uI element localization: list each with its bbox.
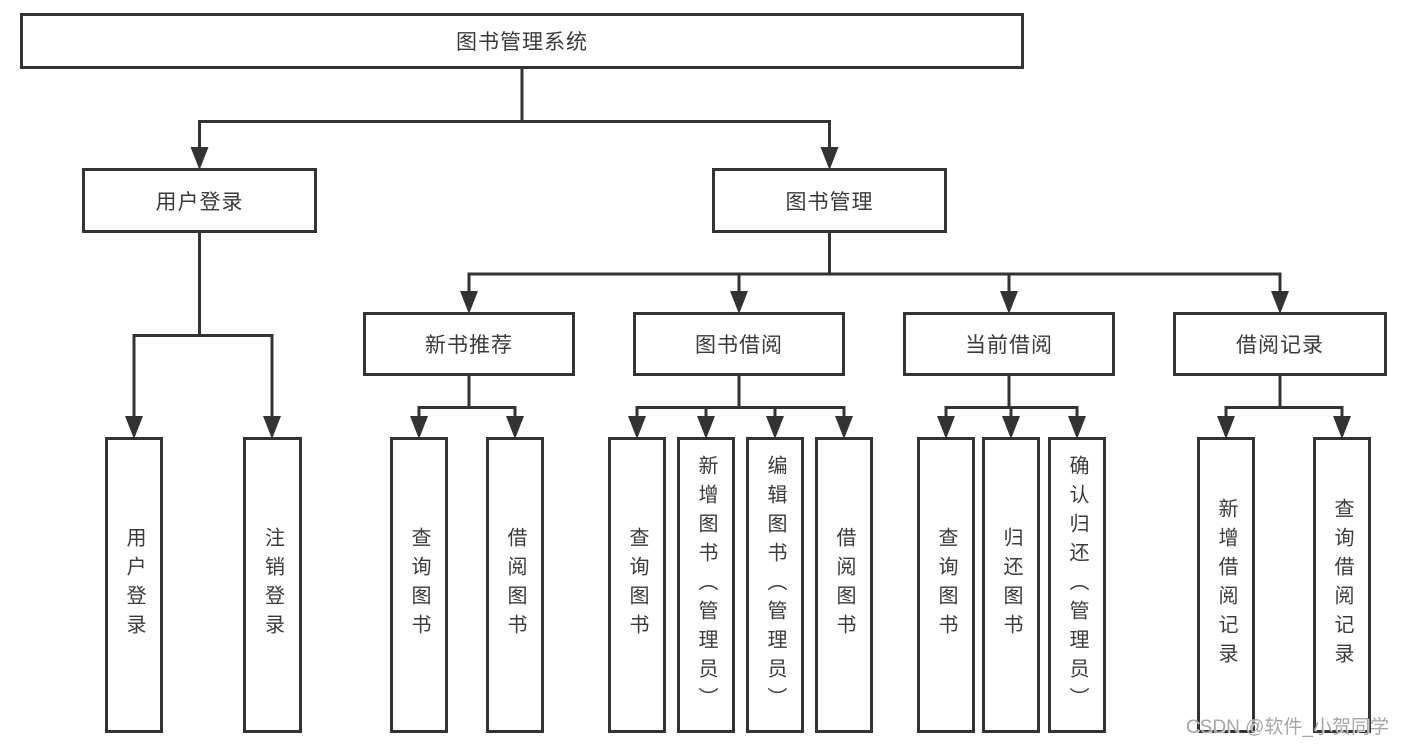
- node-borrowing-records: 借阅记录: [1173, 312, 1387, 376]
- leaf-label: 注销登录: [261, 527, 284, 643]
- leaf-cb-return-books: 归还图书: [982, 437, 1040, 733]
- leaf-label: 确认归还（管理员）: [1066, 454, 1088, 716]
- leaf-logout: 注销登录: [243, 437, 302, 733]
- leaf-label: 新增图书（管理员）: [695, 454, 717, 716]
- node-label: 图书借阅: [695, 334, 783, 357]
- leaf-bb-borrow-books: 借阅图书: [815, 437, 873, 733]
- connector-stems: [132, 69, 1344, 435]
- leaf-cb-query-books: 查询图书: [917, 437, 975, 733]
- node-label: 图书管理系统: [456, 31, 588, 54]
- node-book-borrowing: 图书借阅: [633, 312, 845, 376]
- leaf-cb-confirm-return-admin: 确认归还（管理员）: [1048, 437, 1106, 733]
- leaf-label: 编辑图书（管理员）: [764, 454, 786, 716]
- node-current-borrowing: 当前借阅: [903, 312, 1115, 376]
- watermark: CSDN @软件_小贺同学: [1186, 717, 1389, 738]
- leaf-br-add-record: 新增借阅记录: [1197, 437, 1255, 733]
- node-book-management: 图书管理: [712, 168, 947, 233]
- leaf-label: 新增借阅记录: [1215, 498, 1237, 672]
- leaf-br-query-record: 查询借阅记录: [1313, 437, 1371, 733]
- leaf-label: 用户登录: [123, 527, 145, 643]
- leaf-label: 借阅图书: [504, 527, 526, 643]
- node-new-book-recommend: 新书推荐: [363, 312, 575, 376]
- leaf-label: 借阅图书: [833, 527, 855, 643]
- node-label: 当前借阅: [965, 334, 1053, 357]
- node-book-management-system: 图书管理系统: [20, 13, 1024, 69]
- leaf-label: 查询图书: [408, 527, 430, 643]
- leaf-label: 归还图书: [1000, 527, 1022, 643]
- leaf-label: 查询图书: [935, 527, 957, 643]
- leaf-user-login: 用户登录: [105, 437, 163, 733]
- leaf-bb-edit-books-admin: 编辑图书（管理员）: [746, 437, 804, 733]
- leaf-label: 查询借阅记录: [1331, 498, 1353, 672]
- leaf-label: 查询图书: [626, 527, 648, 643]
- leaf-nb-query-books: 查询图书: [390, 437, 448, 733]
- node-label: 新书推荐: [425, 334, 513, 357]
- node-label: 用户登录: [155, 190, 244, 214]
- leaf-bb-add-books-admin: 新增图书（管理员）: [677, 437, 735, 733]
- node-user-login: 用户登录: [82, 168, 317, 233]
- node-label: 借阅记录: [1236, 334, 1324, 357]
- leaf-nb-borrow-books: 借阅图书: [486, 437, 544, 733]
- leaf-bb-query-books: 查询图书: [608, 437, 666, 733]
- node-label: 图书管理: [785, 190, 874, 214]
